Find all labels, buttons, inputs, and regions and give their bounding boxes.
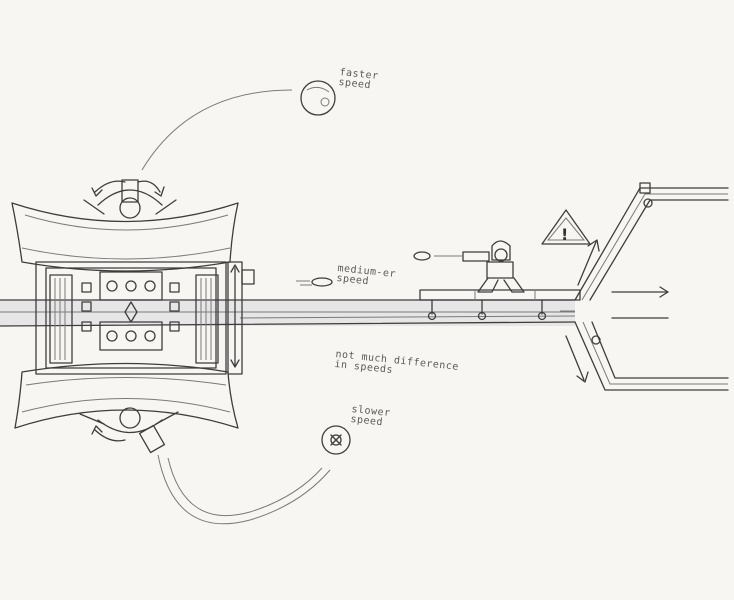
rail-platform bbox=[419, 289, 581, 321]
faster-projectile bbox=[300, 80, 336, 116]
faster-speed-label: faster speed bbox=[337, 67, 380, 92]
bottom-turret bbox=[79, 407, 179, 454]
slower-trajectory bbox=[157, 454, 331, 525]
faster-trajectory bbox=[141, 89, 293, 171]
cannon-machine bbox=[11, 202, 255, 429]
slower-trajectory-inner bbox=[167, 457, 323, 516]
top-turret bbox=[83, 179, 177, 219]
hazard-warning-sign: ! bbox=[541, 209, 591, 245]
medium-projectile bbox=[296, 277, 333, 287]
slower-speed-label: slower speed bbox=[349, 404, 392, 429]
player-character bbox=[462, 240, 525, 293]
slower-projectile bbox=[321, 425, 351, 455]
fork-track bbox=[560, 182, 729, 391]
hazard-glyph: ! bbox=[561, 225, 568, 244]
player-shot bbox=[413, 251, 462, 261]
direction-arrows bbox=[565, 239, 669, 383]
